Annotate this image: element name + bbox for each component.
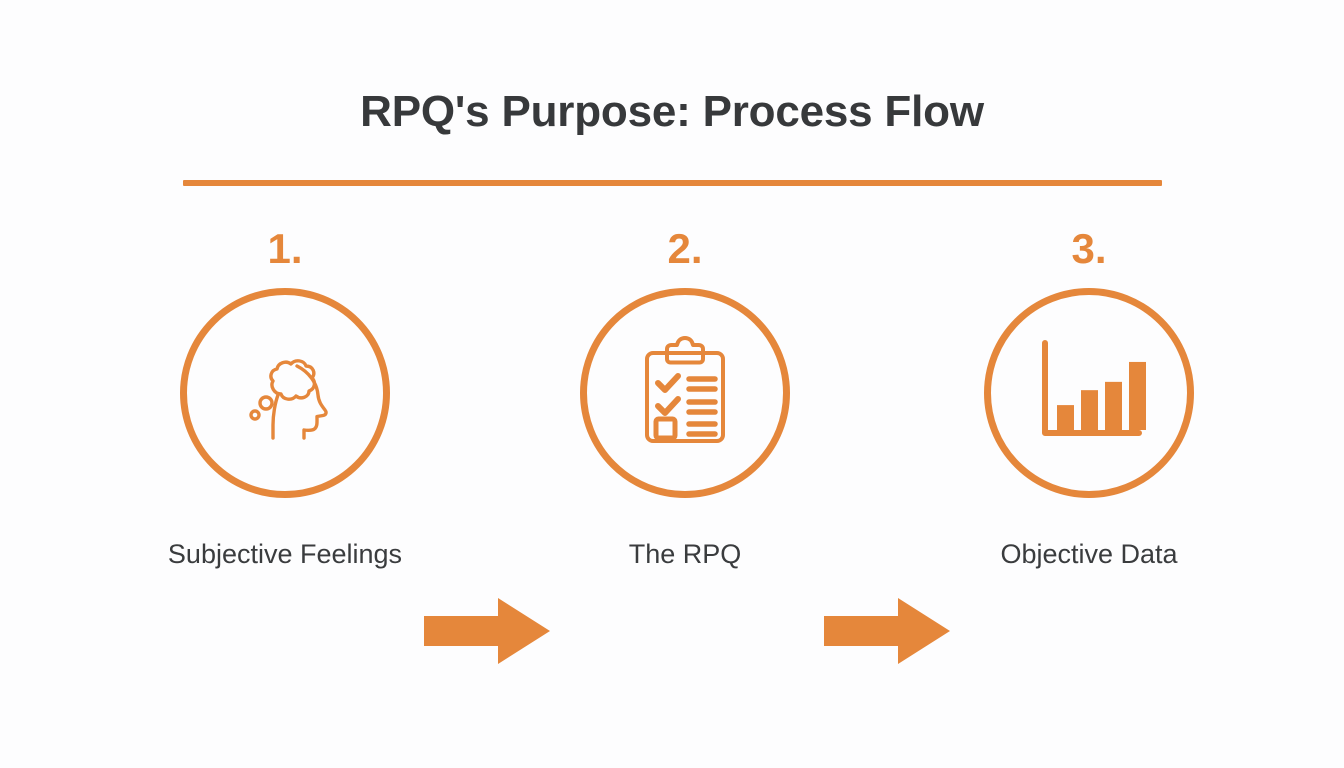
step-1-number: 1. [267, 225, 303, 272]
process-step-1: 1. Subjective Feelings [135, 228, 435, 570]
arrow-step1-to-step2 [424, 598, 550, 664]
title-divider [183, 180, 1162, 186]
step-2-label: The RPQ [628, 539, 742, 569]
process-step-3: 3. Objective Data [939, 228, 1239, 570]
arrow-step2-to-step3 [824, 598, 950, 664]
step-3-number: 3. [1071, 225, 1107, 272]
bar-chart-icon [1031, 337, 1147, 449]
step-1-label: Subjective Feelings [167, 539, 403, 569]
step-3-label: Objective Data [1000, 539, 1178, 569]
step-2-number: 2. [667, 225, 703, 272]
clipboard-checklist-icon [627, 335, 743, 451]
step-2-circle [580, 288, 790, 498]
process-flow: 1. Subjective Feelings [0, 228, 1344, 664]
process-step-2: 2. [535, 228, 835, 570]
step-3-circle [984, 288, 1194, 498]
head-thought-bubble-icon [225, 333, 345, 453]
title-block: RPQ's Purpose: Process Flow [0, 87, 1344, 136]
page-title: RPQ's Purpose: Process Flow [360, 87, 984, 136]
step-1-circle [180, 288, 390, 498]
